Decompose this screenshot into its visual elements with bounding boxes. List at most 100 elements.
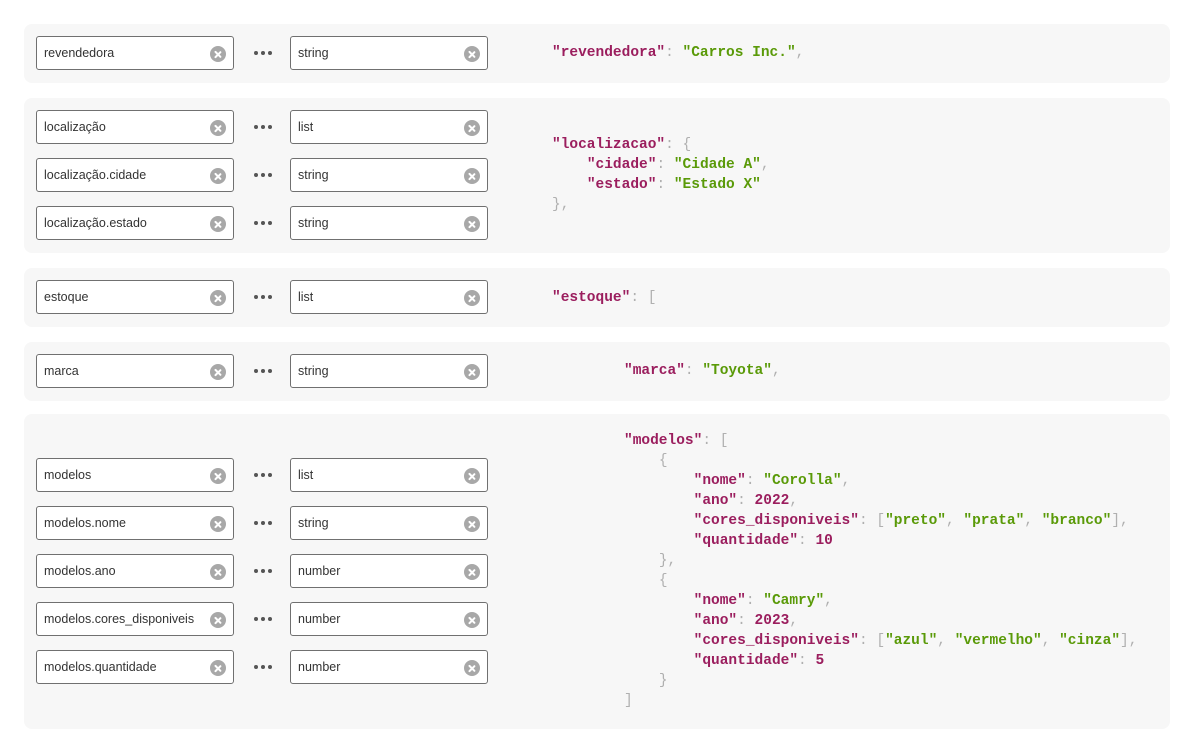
type-field[interactable]: list (290, 110, 488, 144)
json-string: "azul" (885, 633, 938, 649)
path-field[interactable]: modelos.ano (36, 554, 234, 588)
path-field-value: modelos (44, 468, 92, 482)
clear-icon[interactable] (210, 564, 226, 580)
clear-icon[interactable] (464, 216, 480, 232)
path-field-value: modelos.cores_disponiveis (44, 612, 195, 626)
more-options-icon[interactable] (254, 650, 272, 684)
clear-icon[interactable] (210, 660, 226, 676)
clear-icon[interactable] (210, 468, 226, 484)
json-estoque: "estoque": [ (552, 290, 657, 306)
json-key: "estoque" (552, 290, 631, 306)
path-field-value: modelos.nome (44, 516, 126, 530)
clear-icon[interactable] (210, 120, 226, 136)
more-options-icon[interactable] (254, 280, 272, 314)
json-key: "cores_disponiveis" (693, 633, 859, 649)
path-field-value: revendedora (44, 46, 115, 60)
type-field-value: number (298, 612, 341, 626)
type-field[interactable]: number (290, 602, 488, 636)
clear-icon[interactable] (464, 612, 480, 628)
path-field[interactable]: marca (36, 354, 234, 388)
clear-icon[interactable] (210, 216, 226, 232)
path-field[interactable]: estoque (36, 280, 234, 314)
type-field[interactable]: list (290, 280, 488, 314)
clear-icon[interactable] (464, 516, 480, 532)
clear-icon[interactable] (464, 120, 480, 136)
path-field[interactable]: revendedora (36, 36, 234, 70)
clear-icon[interactable] (464, 364, 480, 380)
path-field[interactable]: modelos.quantidade (36, 650, 234, 684)
path-field[interactable]: localização (36, 110, 234, 144)
json-string: "preto" (885, 513, 946, 529)
type-field[interactable]: number (290, 650, 488, 684)
more-options-icon[interactable] (254, 36, 272, 70)
json-string: "Estado X" (673, 177, 761, 193)
more-options-icon[interactable] (254, 458, 272, 492)
type-field-value: string (298, 516, 329, 530)
json-revendedora: "revendedora": "Carros Inc.", (552, 45, 805, 61)
json-key: "cores_disponiveis" (693, 513, 859, 529)
more-options-icon[interactable] (254, 206, 272, 240)
type-field[interactable]: list (290, 458, 488, 492)
clear-icon[interactable] (210, 364, 226, 380)
json-key: "modelos" (624, 433, 703, 449)
clear-icon[interactable] (464, 660, 480, 676)
json-string: "Carros Inc." (682, 45, 796, 61)
type-field-value: string (298, 46, 329, 60)
more-options-icon[interactable] (254, 506, 272, 540)
path-field[interactable]: modelos.nome (36, 506, 234, 540)
path-field-value: localização.cidade (44, 168, 147, 182)
json-string: "Cidade A" (673, 157, 761, 173)
clear-icon[interactable] (210, 516, 226, 532)
json-key: "localizacao" (552, 137, 666, 153)
clear-icon[interactable] (210, 290, 226, 306)
json-string: "vermelho" (954, 633, 1042, 649)
path-field[interactable]: localização.cidade (36, 158, 234, 192)
clear-icon[interactable] (464, 46, 480, 62)
clear-icon[interactable] (210, 612, 226, 628)
json-string: "cinza" (1059, 633, 1121, 649)
type-field[interactable]: string (290, 206, 488, 240)
path-field[interactable]: modelos.cores_disponiveis (36, 602, 234, 636)
type-field[interactable]: string (290, 354, 488, 388)
path-field-value: localização.estado (44, 216, 147, 230)
clear-icon[interactable] (464, 168, 480, 184)
more-options-icon[interactable] (254, 110, 272, 144)
path-field[interactable]: modelos (36, 458, 234, 492)
path-field-value: marca (44, 364, 79, 378)
type-field[interactable]: string (290, 36, 488, 70)
json-number: 5 (815, 653, 825, 669)
clear-icon[interactable] (210, 46, 226, 62)
type-field-value: string (298, 216, 329, 230)
type-field-value: list (298, 290, 314, 304)
path-field-value: modelos.quantidade (44, 660, 157, 674)
type-field-value: list (298, 120, 314, 134)
path-field[interactable]: localização.estado (36, 206, 234, 240)
type-field-value: list (298, 468, 314, 482)
json-key: "nome" (693, 593, 746, 609)
json-localizacao: "localizacao": { "cidade": "Cidade A", "… (552, 137, 770, 213)
type-field[interactable]: string (290, 158, 488, 192)
more-options-icon[interactable] (254, 158, 272, 192)
path-field-value: modelos.ano (44, 564, 116, 578)
json-key: "marca" (624, 363, 685, 379)
more-options-icon[interactable] (254, 354, 272, 388)
json-key: "ano" (693, 493, 738, 509)
clear-icon[interactable] (210, 168, 226, 184)
type-field[interactable]: string (290, 506, 488, 540)
clear-icon[interactable] (464, 564, 480, 580)
more-options-icon[interactable] (254, 602, 272, 636)
json-number: 2023 (754, 613, 790, 629)
json-number: 2022 (754, 493, 790, 509)
json-key: "quantidade" (693, 533, 799, 549)
json-key: "cidade" (586, 157, 657, 173)
json-key: "nome" (693, 473, 746, 489)
type-field[interactable]: number (290, 554, 488, 588)
json-string: "Corolla" (763, 473, 842, 489)
json-string: "Camry" (763, 593, 825, 609)
type-field-value: string (298, 168, 329, 182)
type-field-value: number (298, 564, 341, 578)
type-field-value: number (298, 660, 341, 674)
more-options-icon[interactable] (254, 554, 272, 588)
clear-icon[interactable] (464, 290, 480, 306)
clear-icon[interactable] (464, 468, 480, 484)
